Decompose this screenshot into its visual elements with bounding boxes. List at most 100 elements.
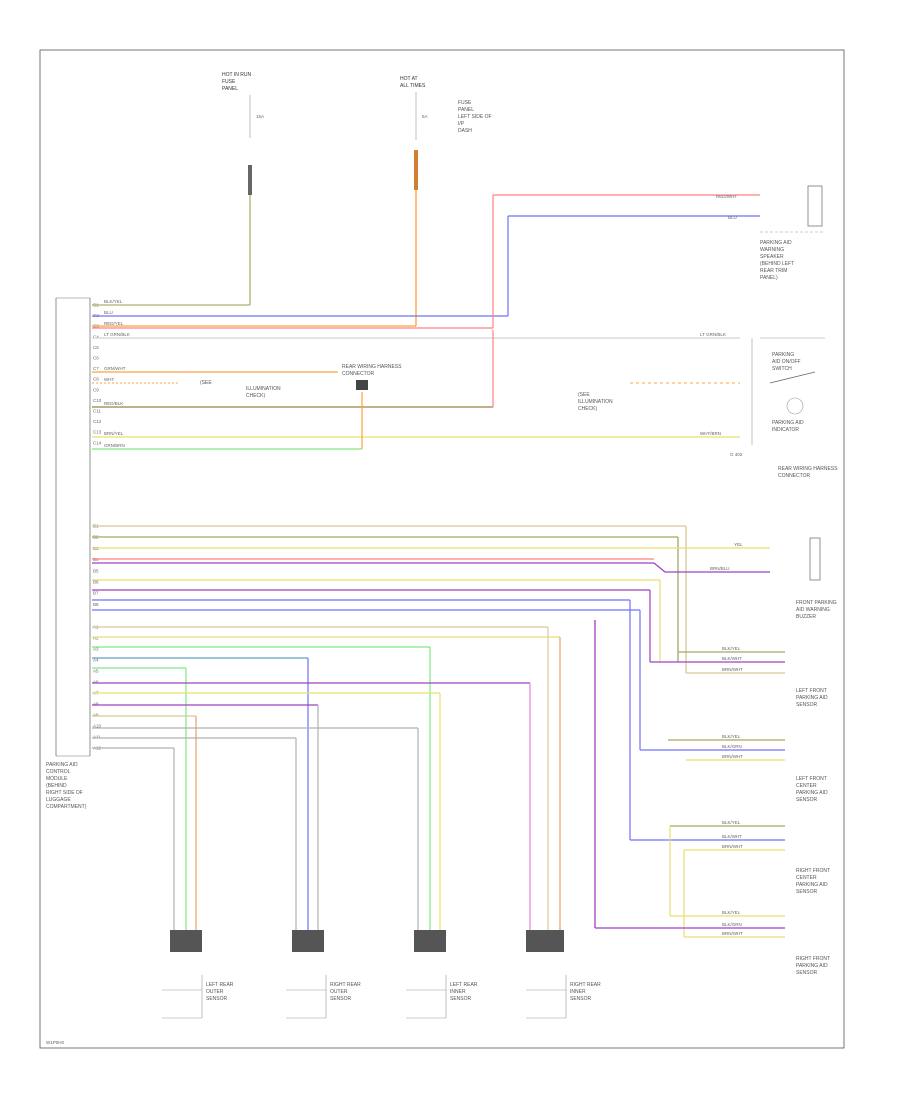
module-note: CONNECTOR [342,371,375,377]
wire-tag: BLK/YEL [104,299,123,304]
rear-sensor-label-line: RIGHT REAR [330,982,361,988]
switch-note-line: (SEE [200,380,212,386]
module-pin-label: C14 [93,440,102,445]
wire-tag: BLK/YEL [722,646,741,651]
wire-tag: BLK/WHT [722,834,742,839]
wire-tag: BRN/WHT [722,931,743,936]
warning-speaker: RED/WHT BLU PARKING AID WARNING SPEAKER … [716,185,825,281]
sensor-label-line: CENTER [796,783,817,789]
rear-sensor-label-line: OUTER [330,989,348,995]
fuse-panel-line: PANEL [458,107,474,113]
right-rear-outer-sensor: RIGHT REAR OUTER SENSOR [286,930,361,1019]
sensor-label-line: AID WARNING [796,607,830,613]
rear-sensor-label-line: SENSOR [206,996,228,1002]
wire-tag: RED/WHT [716,194,737,199]
switch-note-line: (SEE [578,392,590,398]
wire-tag: YEL [734,542,743,547]
module-pin-label: C5 [93,345,99,350]
module-pin-label: C8 [93,377,99,382]
module-label-line: PARKING AID [46,762,78,768]
left-rear-inner-sensor: LEFT REAR INNER SENSOR [406,930,478,1019]
rear-sensor-label-line: SENSOR [450,996,472,1002]
switch-label-line: AID ON/OFF [772,359,801,365]
speaker-label-line: WARNING [760,247,784,253]
power-label-line: ALL TIMES [400,83,426,89]
module-label-line: LUGGAGE [46,797,71,803]
wire-tag: BLK/GRN [722,922,742,927]
fuse-panel-line: I/P [458,121,465,127]
module-pin-label: B8 [93,602,99,607]
wire-tag: BLK/GRN [722,744,742,749]
sensor-label-line: SENSOR [796,797,818,803]
sensor-label-line: LEFT FRONT [796,688,827,694]
module-pin-label: A6 [93,680,99,685]
rear-sensor-label-line: INNER [450,989,466,995]
wire-tag: BLU [728,215,737,220]
wire-tag: WHT/BRN [700,431,721,436]
sensor-label-line: PARKING AID [796,882,828,888]
module-note: REAR WIRING HARNESS [342,364,402,370]
left-rear-outer-sensor: LEFT REAR OUTER SENSOR [162,930,234,1019]
indicator-label-line: INDICATOR [772,427,799,433]
speaker-label-line: PARKING AID [760,240,792,246]
module-label-line: CONTROL [46,769,71,775]
wire-tag: WHT [104,377,114,382]
module-pin-label: C6 [93,356,99,361]
switch-note-line: CHECK) [578,406,598,412]
module-label-line: (BEHIND [46,783,67,789]
wire-tag: BRN/WHT [722,844,743,849]
diagram-border [39,49,845,1049]
wire-tag: GRN/WHT [104,366,126,371]
wire-tag: BRN/WHT [722,754,743,759]
module-pin-label: A5 [93,669,99,674]
power-label-line: FUSE [222,79,236,85]
sensor-label-line: FRONT PARKING [796,600,837,606]
wire-tag: LT GRN/BLK [104,332,130,337]
module-top-wires: BLK/YEL BLU RED/YEL LT GRN/BLK LT GRN/BL… [92,194,825,450]
speaker-label-line: SPEAKER [760,254,784,260]
wire-tag: BRN/YEL [104,431,124,436]
sensor-label-line: SENSOR [796,970,818,976]
module-pin-label: A11 [93,735,101,740]
power-label-line: PANEL [222,86,238,92]
module-pin-label: C11 [93,409,101,414]
sensor-label-line: PARKING AID [796,790,828,796]
switch-note-line: ILLUMINATION [578,399,613,405]
module-pin-label: B5 [93,568,99,573]
sensor-label-line: SENSOR [796,702,818,708]
sensor-label-line: RIGHT FRONT [796,956,830,962]
connector-label-line: REAR WIRING HARNESS [778,466,838,472]
module-pin-label: C7 [93,366,99,371]
wire-tag: GRN/BRN [104,443,125,448]
fuse-label: 15A [256,114,264,119]
wire-tag: BRN/BLU [710,566,730,571]
rear-sensors: LEFT REAR OUTER SENSOR RIGHT REAR OUTER … [162,930,601,1019]
indicator-label-line: PARKING AID [772,420,804,426]
module-pin-label: A8 [93,702,99,707]
fuse-panel-line: LEFT SIDE OF [458,114,492,120]
module-pin-label: C13 [93,430,102,435]
wire-tag: BLK/YEL [722,820,741,825]
module-pin-label: B6 [93,580,99,585]
rear-sensor-label-line: LEFT REAR [450,982,478,988]
rear-sensor-label-line: RIGHT REAR [570,982,601,988]
module-label-line: COMPARTMENT) [46,804,87,810]
module-pin-label: C4 [93,334,99,339]
wire-tag: BLK/YEL [722,734,741,739]
module-pin-label: A10 [93,724,102,729]
module-pin-label: C12 [93,419,102,424]
parking-aid-module: C1C2C3C4C5C6C7C8C9C10C11C12C13C14B1B2B3B… [46,297,102,810]
rear-sensor-label-line: SENSOR [330,996,352,1002]
sensor-label-line: PARKING AID [796,963,828,969]
rear-sensor-label-line: INNER [570,989,586,995]
connector-label-line: CONNECTOR [778,473,811,479]
module-pin-label: B7 [93,591,99,596]
power-feed-hot-in-run: HOT IN RUN FUSE PANEL 15A [222,72,264,305]
module-pin-label: A9 [93,713,99,718]
switch-note-line: CHECK) [246,393,266,399]
sensor-label-line: PARKING AID [796,695,828,701]
sensor-label-line: LEFT FRONT [796,776,827,782]
front-sensor-wires: YEL BRN/BLU [92,525,785,938]
module-pin-label: A4 [93,658,99,663]
